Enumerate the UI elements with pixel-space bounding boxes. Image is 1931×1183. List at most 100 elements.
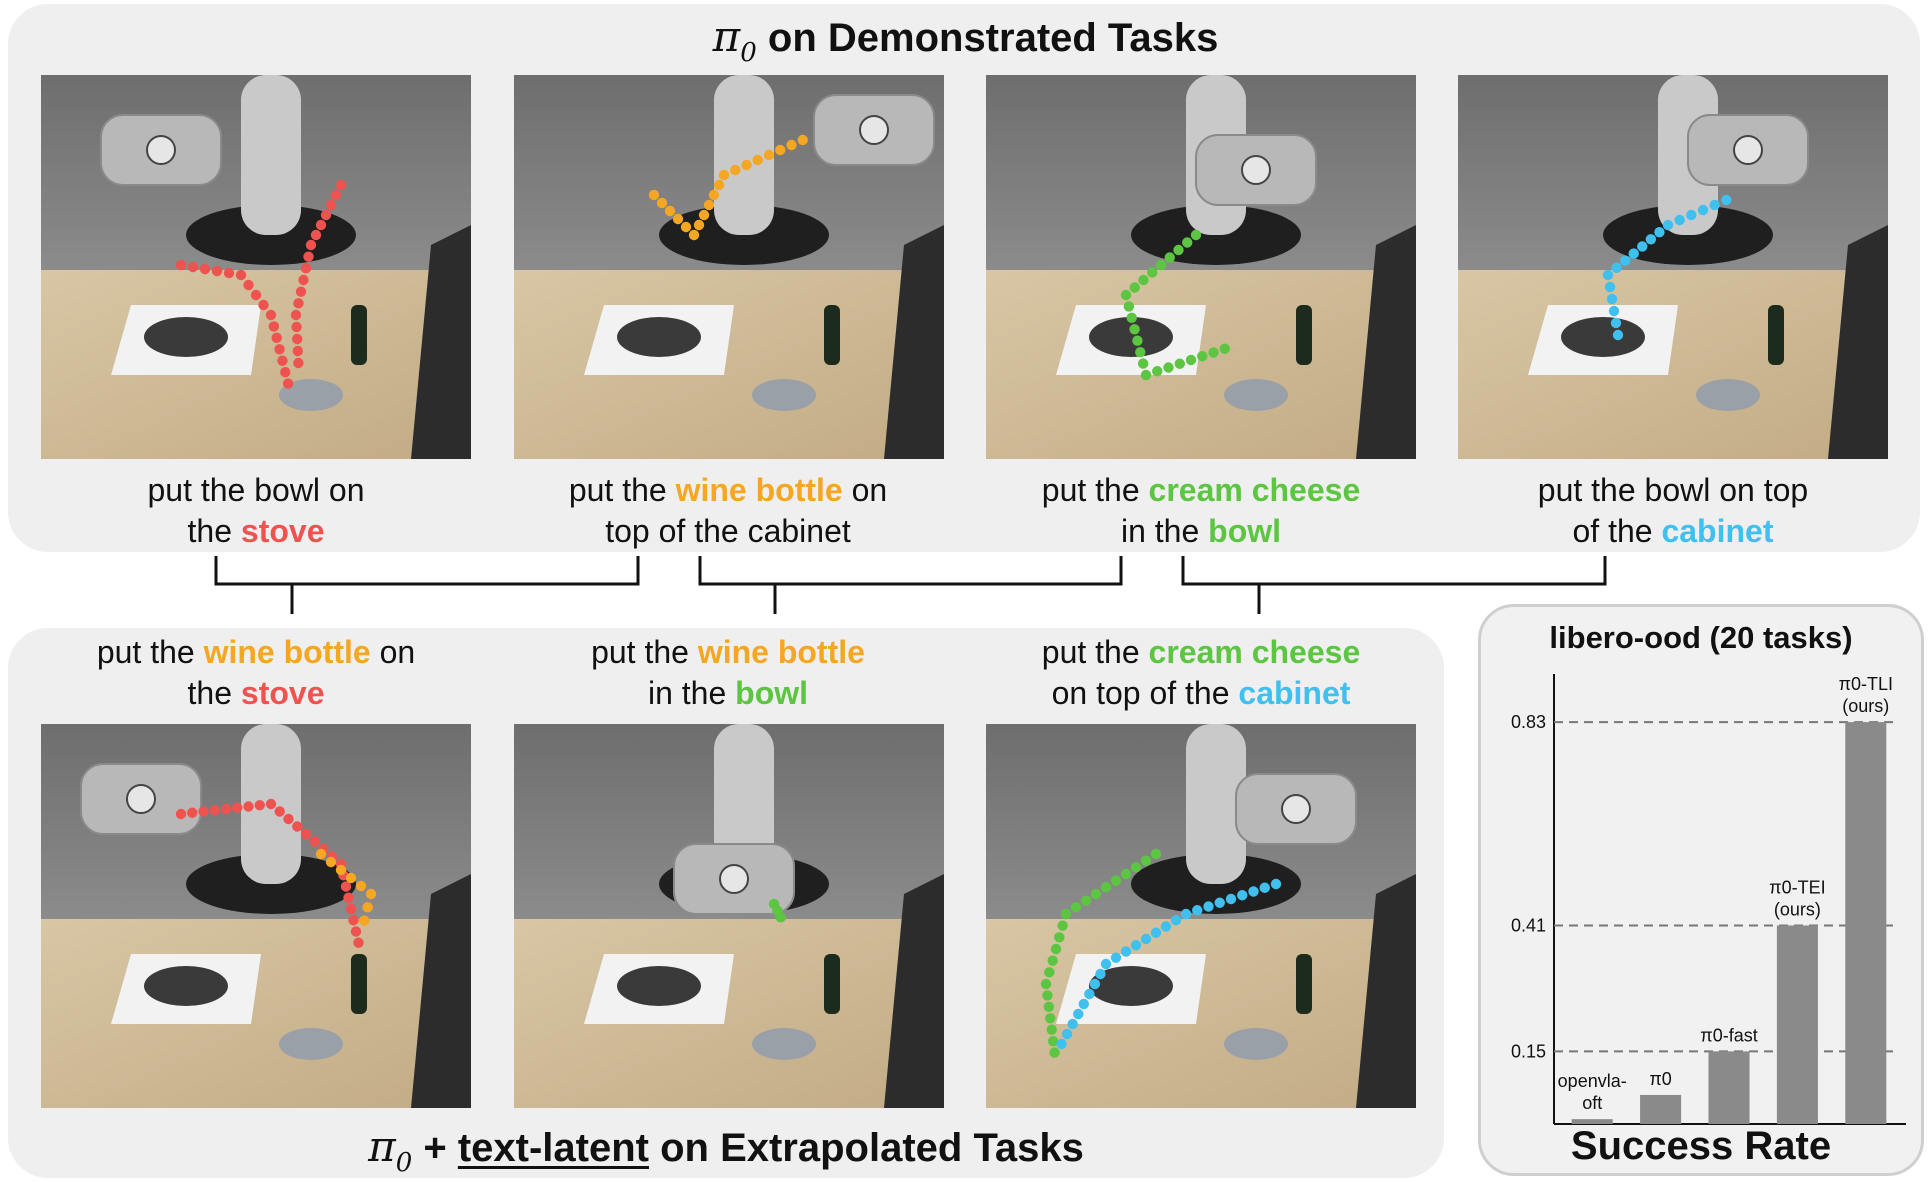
top-title-text: on Demonstrated Tasks [767,16,1219,60]
trajectory-dot [175,259,187,271]
bar-label: (ours) [1774,899,1821,919]
trajectory-dot [1150,848,1162,860]
trajectory-dot [1120,289,1132,301]
caption-line: put the bowl on top [1453,470,1893,511]
bar [1708,1051,1750,1124]
trajectory-dots [1602,194,1732,341]
caption-keyword: wine bottle [697,634,865,670]
bar-label: π0-TLI [1839,674,1893,694]
caption-line: in the bowl [981,511,1421,552]
trajectory-dot [1610,317,1622,329]
scene-render [986,75,1416,459]
pi-subscript: 0 [395,1148,413,1178]
trajectory-dot [320,209,332,221]
trajectory-dot [175,808,187,820]
trajectory-dot [1129,282,1140,293]
trajectory-dot [1095,968,1106,980]
task-connectors [214,556,1607,614]
scene-image-demo-1 [41,75,471,459]
caption-line: in the bowl [508,673,948,714]
robot-column [1186,724,1246,884]
trajectory-dot [265,798,277,810]
trajectory-dot [713,179,725,191]
trajectory-dot [292,821,303,832]
stove-burner [1089,317,1173,357]
caption-text: in the [647,675,736,711]
trajectory-dot [325,199,337,211]
trajectory-dot [209,805,220,816]
trajectory-dot [1152,366,1163,377]
trajectory-dot [315,219,327,231]
connector-3 [1181,556,1607,586]
trajectory-dot [348,915,359,926]
text-latent-keyword: text-latent [457,1126,649,1170]
top-panel-title: π0 on Demonstrated Tasks [0,12,1931,68]
trajectory-dot [1140,855,1152,866]
caption-text: of the [1572,513,1662,549]
caption-text: the [187,513,241,549]
y-tick-label: 0.83 [1511,712,1546,732]
stove-burner [617,966,701,1006]
robot-joint [126,784,156,814]
trajectory-dot [1662,219,1674,231]
trajectory-dot [295,286,307,297]
caption-text: put the [1041,472,1149,508]
trajectory-dot [1138,274,1149,286]
trajectory-dot [1140,933,1152,945]
trajectory-dot [1126,312,1137,324]
trajectory-dot [1100,882,1112,893]
trajectory-dot [254,800,265,811]
caption-line: the stove [36,673,476,714]
trajectory-dot [698,209,710,221]
trajectory-dot [199,263,211,275]
trajectory-dot [223,267,235,279]
trajectory-dot [703,199,715,211]
trajectory-dot [1219,343,1230,354]
trajectory-dot [1043,1001,1055,1013]
trajectory-dot [340,881,352,892]
stove-burner [617,317,701,357]
caption-text: put the bowl on [147,472,365,508]
trajectory-dot [359,915,370,926]
trajectory-dot [298,274,309,286]
trajectory-dot [1203,901,1214,912]
scene-render [986,724,1416,1108]
trajectory-dot [1674,214,1685,226]
cabinet [411,874,471,1108]
scene-render [41,75,471,459]
trajectory-dot [293,298,304,309]
robot-column [241,75,301,235]
trajectory-dot [1110,875,1122,886]
trajectory-dot [1150,927,1162,938]
trajectory-dots [1040,848,1162,1058]
wine-bottle [351,954,367,1014]
trajectory-dot [330,189,342,201]
caption-line: top of the cabinet [508,511,948,552]
caption-text: on [370,634,416,670]
trajectory-dot [220,803,232,815]
trajectory-dot [290,309,302,321]
trajectory-dot [1100,958,1112,970]
trajectory-dot [1270,878,1282,890]
bowl [752,1028,816,1060]
trajectory-dot [353,937,364,948]
trajectory-dot [303,251,314,262]
caption-line: on top of the cabinet [981,673,1421,714]
trajectory-dot [1067,1018,1078,1030]
trajectory-dot [1137,358,1149,369]
caption-keyword: bowl [1208,513,1282,549]
caption-line: of the cabinet [1453,511,1893,552]
caption-text: put the [568,472,676,508]
scene-render [41,724,471,1108]
caption-line: put the wine bottle [508,632,948,673]
chart-title: libero-ood (20 tasks) [1549,620,1853,655]
trajectory-dot [752,154,763,166]
trajectory-dot [1248,886,1259,897]
trajectory-dot [187,807,198,818]
trajectory-dot [1214,897,1225,908]
trajectory-dot [1080,895,1092,906]
trajectory-dot [291,321,302,333]
